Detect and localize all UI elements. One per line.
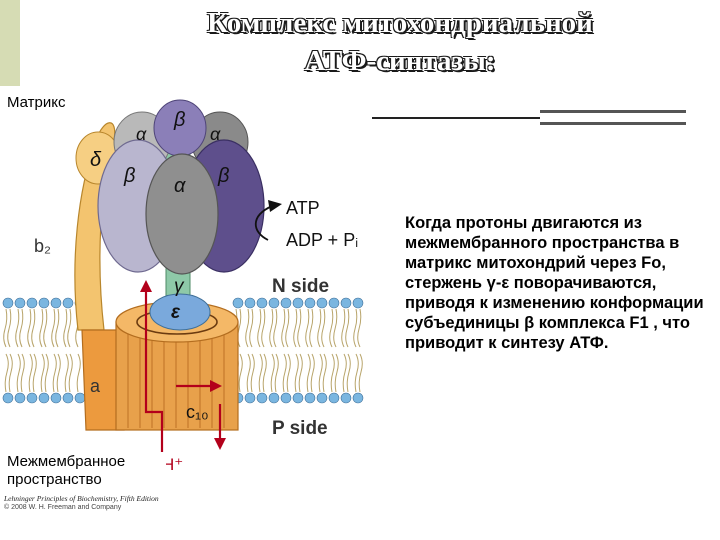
divider-box [540,110,686,125]
b2-label: b₂ [34,236,51,256]
atp-label: ATP [286,198,320,218]
n-side-label: N side [272,276,329,297]
delta-label: δ [90,149,102,171]
a-label: a [90,376,101,396]
copyright-credit: © 2008 W. H. Freeman and Company [4,504,121,511]
alpha-left-label: α [136,124,147,144]
intermembrane-space-label: Межмембранное пространство [4,452,166,490]
divider-line [372,117,540,119]
page-title: Комплекс митохондриальной АТФ-синтазы: [120,4,680,80]
alpha-right-label: α [210,124,221,144]
c10-label: c₁₀ [186,402,209,422]
corner-decoration [0,0,20,86]
title-line-2: АТФ-синтазы: [120,42,680,80]
epsilon-label: ε [171,302,181,323]
adp-label: ADP + Pᵢ [286,230,358,250]
gamma-label: γ [174,276,185,297]
p-side-label: P side [272,418,328,439]
beta-top-label: β [173,109,185,131]
beta-left-label: β [123,165,135,187]
book-credit: Lehninger Principles of Biochemistry, Fi… [4,494,159,503]
matrix-label: Матрикс [4,93,69,113]
description-text: Когда протоны двигаются из межмембранног… [405,213,715,353]
beta-right-label: β [217,165,229,187]
title-line-1: Комплекс митохондриальной [120,4,680,42]
alpha-center-label: α [174,175,186,197]
